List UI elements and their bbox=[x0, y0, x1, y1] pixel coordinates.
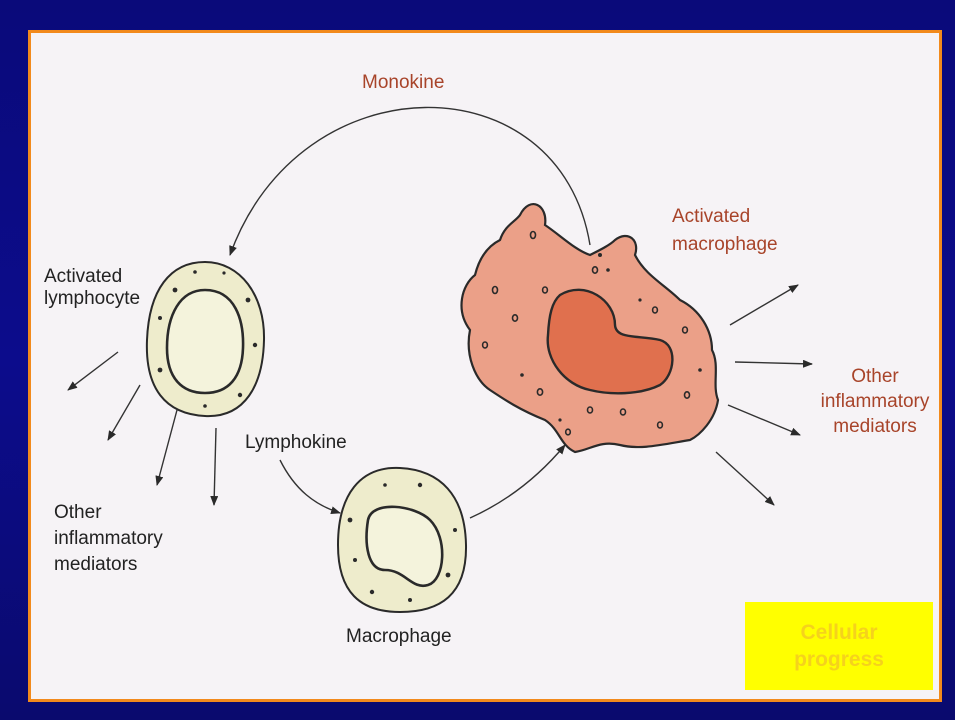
macrophage-cell bbox=[338, 468, 466, 612]
label-activated-lymphocyte: Activated lymphocyte bbox=[44, 266, 140, 310]
label-macrophage: Macrophage bbox=[346, 626, 452, 648]
cellular-progress-badge: Cellular progress bbox=[745, 602, 933, 690]
lymphokine-arrow bbox=[280, 460, 340, 513]
label-activated-macrophage: Activated macrophage bbox=[672, 203, 778, 259]
label-other-mediators-left: Other inflammatory mediators bbox=[54, 500, 163, 578]
activated-lymphocyte-cell bbox=[147, 262, 264, 416]
label-other-mediators-right: Other inflammatory mediators bbox=[810, 364, 940, 439]
label-lymphokine: Lymphokine bbox=[245, 432, 347, 454]
right-mediator-arrows bbox=[716, 285, 812, 505]
label-monokine: Monokine bbox=[362, 72, 444, 94]
activation-arrow bbox=[470, 445, 565, 518]
